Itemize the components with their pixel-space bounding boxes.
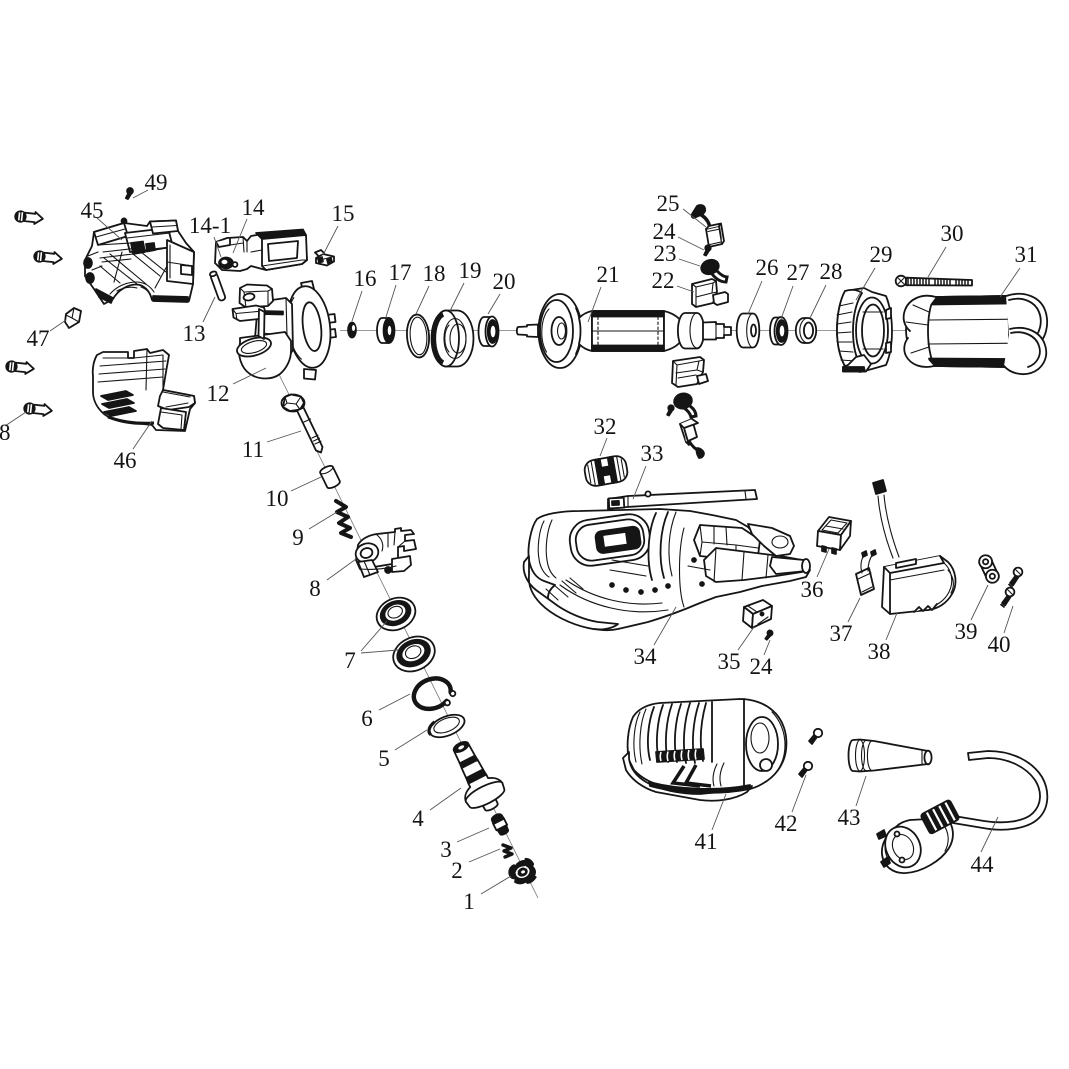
svg-text:20: 20 bbox=[493, 269, 516, 294]
svg-text:13: 13 bbox=[183, 321, 206, 346]
svg-text:30: 30 bbox=[941, 221, 964, 246]
svg-text:14-1: 14-1 bbox=[189, 213, 231, 238]
svg-text:21: 21 bbox=[597, 262, 620, 287]
svg-text:26: 26 bbox=[756, 255, 779, 280]
svg-text:4: 4 bbox=[412, 806, 424, 831]
svg-text:3: 3 bbox=[440, 837, 452, 862]
svg-text:45: 45 bbox=[81, 198, 104, 223]
svg-text:12: 12 bbox=[207, 381, 230, 406]
svg-text:47: 47 bbox=[27, 326, 50, 351]
svg-text:27: 27 bbox=[787, 260, 810, 285]
svg-text:44: 44 bbox=[971, 852, 995, 877]
svg-text:7: 7 bbox=[344, 648, 356, 673]
svg-text:25: 25 bbox=[657, 191, 680, 216]
svg-text:31: 31 bbox=[1015, 242, 1038, 267]
svg-text:35: 35 bbox=[718, 649, 741, 674]
svg-text:38: 38 bbox=[868, 639, 891, 664]
svg-text:41: 41 bbox=[695, 829, 718, 854]
svg-text:18: 18 bbox=[423, 261, 446, 286]
svg-text:46: 46 bbox=[114, 448, 137, 473]
svg-text:42: 42 bbox=[775, 811, 798, 836]
svg-text:37: 37 bbox=[830, 621, 853, 646]
svg-text:5: 5 bbox=[378, 746, 390, 771]
svg-text:32: 32 bbox=[594, 414, 617, 439]
svg-text:34: 34 bbox=[634, 644, 658, 669]
svg-text:39: 39 bbox=[955, 619, 978, 644]
svg-text:48: 48 bbox=[0, 420, 11, 445]
svg-text:22: 22 bbox=[652, 268, 675, 293]
svg-text:14: 14 bbox=[242, 195, 266, 220]
svg-text:17: 17 bbox=[389, 260, 412, 285]
svg-text:11: 11 bbox=[242, 437, 264, 462]
svg-text:16: 16 bbox=[354, 266, 377, 291]
svg-text:1: 1 bbox=[463, 889, 475, 914]
svg-text:2: 2 bbox=[451, 858, 463, 883]
svg-text:36: 36 bbox=[801, 577, 824, 602]
svg-text:24: 24 bbox=[653, 219, 677, 244]
svg-text:29: 29 bbox=[870, 242, 893, 267]
svg-text:28: 28 bbox=[820, 259, 843, 284]
svg-text:6: 6 bbox=[361, 706, 373, 731]
svg-text:15: 15 bbox=[332, 201, 355, 226]
svg-text:24: 24 bbox=[750, 654, 774, 679]
svg-text:9: 9 bbox=[292, 525, 304, 550]
svg-text:40: 40 bbox=[988, 632, 1011, 657]
svg-text:49: 49 bbox=[145, 170, 168, 195]
svg-text:43: 43 bbox=[838, 805, 861, 830]
svg-text:33: 33 bbox=[641, 441, 664, 466]
svg-text:8: 8 bbox=[309, 576, 321, 601]
svg-text:23: 23 bbox=[654, 241, 677, 266]
svg-text:19: 19 bbox=[459, 258, 482, 283]
svg-text:10: 10 bbox=[266, 486, 289, 511]
